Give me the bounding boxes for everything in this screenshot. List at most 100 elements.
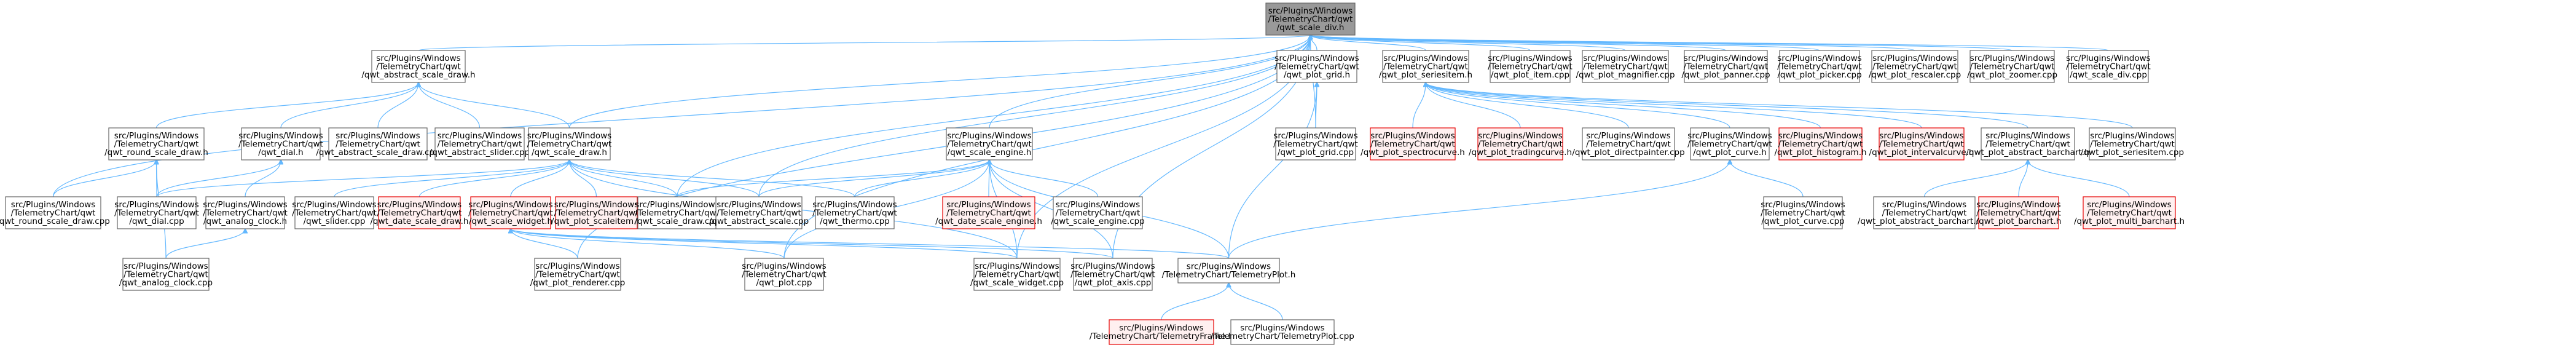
node-interval-h[interactable]: src/Plugins/Windows/TelemetryChart/qwt/q… xyxy=(1869,127,1974,161)
node-label-line: /qwt_plot_axis.cpp xyxy=(1075,278,1152,288)
edge-n_draw_cpp-to-n_dir xyxy=(677,35,1311,197)
node-dirpainter-cpp[interactable]: src/Plugins/Windows/TelemetryChart/qwt/q… xyxy=(1572,127,1685,161)
node-box xyxy=(1690,127,1770,161)
node-label-line: src/Plugins/Windows xyxy=(124,261,208,271)
node-date-draw-h[interactable]: src/Plugins/Windows/TelemetryChart/qwt/q… xyxy=(371,196,469,229)
node-spectro-h[interactable]: src/Plugins/Windows/TelemetryChart/qwt/q… xyxy=(1361,127,1465,161)
node-tplot-h[interactable]: src/Plugins/Windows/TelemetryChart/Telem… xyxy=(1162,258,1296,284)
node-box xyxy=(1684,50,1768,83)
node-box xyxy=(1382,50,1469,83)
node-slider-cpp[interactable]: src/Plugins/Windows/TelemetryChart/qwt/q… xyxy=(292,196,377,229)
node-engine-cpp[interactable]: src/Plugins/Windows/TelemetryChart/qwt/q… xyxy=(1051,196,1145,229)
node-axis-cpp[interactable]: src/Plugins/Windows/TelemetryChart/qwt/q… xyxy=(1070,258,1155,291)
node-label-line: /qwt_scale_engine.cpp xyxy=(1051,216,1145,226)
edge-n_widget_h-to-n_scale_draw_h xyxy=(510,160,570,197)
node-abs-draw-cpp[interactable]: src/Plugins/Windows/TelemetryChart/qwt/q… xyxy=(316,127,440,161)
node-multibar-h[interactable]: src/Plugins/Windows/TelemetryChart/qwt/q… xyxy=(2074,196,2185,229)
node-dir[interactable]: src/Plugins/Windows/TelemetryChart/qwt/q… xyxy=(1265,2,1356,36)
node-widget-cpp[interactable]: src/Plugins/Windows/TelemetryChart/qwt/q… xyxy=(970,258,1064,291)
node-round-h[interactable]: src/Plugins/Windows/TelemetryChart/qwt/q… xyxy=(104,127,208,161)
node-label-line: /qwt_plot_rescaler.cpp xyxy=(1869,70,1961,80)
node-label-line: /TelemetryChart/TelemetryFrame.h xyxy=(1090,331,1233,341)
node-label-line: /qwt_round_scale_draw.cpp xyxy=(0,216,110,226)
edge-n_abs_slider_cpp-to-n_abs_draw xyxy=(418,82,481,129)
node-barchart-h[interactable]: src/Plugins/Windows/TelemetryChart/qwt/q… xyxy=(1976,196,2062,229)
node-label-line: src/Plugins/Windows xyxy=(2090,131,2174,141)
node-series-h[interactable]: src/Plugins/Windows/TelemetryChart/qwt/q… xyxy=(1379,50,1472,83)
node-box xyxy=(2089,127,2176,161)
node-curve-h[interactable]: src/Plugins/Windows/TelemetryChart/qwt/q… xyxy=(1687,127,1772,161)
node-label-line: /qwt_plot.cpp xyxy=(756,278,812,288)
node-label-line: src/Plugins/Windows xyxy=(1488,54,1572,63)
node-label-line: /qwt_plot_seriesitem.cpp xyxy=(2081,148,2184,157)
node-label-line: /qwt_plot_abstract_barchart.h xyxy=(1966,148,2089,157)
node-zoomer-cpp[interactable]: src/Plugins/Windows/TelemetryChart/qwt/q… xyxy=(1967,50,2057,83)
node-trading-h[interactable]: src/Plugins/Windows/TelemetryChart/qwt/q… xyxy=(1469,127,1572,161)
node-plot-cpp[interactable]: src/Plugins/Windows/TelemetryChart/qwt/q… xyxy=(742,258,827,291)
node-round-cpp[interactable]: src/Plugins/Windows/TelemetryChart/qwt/q… xyxy=(0,196,110,229)
node-curve-cpp[interactable]: src/Plugins/Windows/TelemetryChart/qwt/q… xyxy=(1761,196,1845,229)
edge-n_dial_cpp-to-n_scale_draw_h xyxy=(156,160,570,197)
node-box xyxy=(1978,196,2059,229)
node-label-line: /TelemetryChart/qwt xyxy=(1056,208,1141,218)
node-tplot-cpp[interactable]: src/Plugins/Windows/TelemetryChart/Telem… xyxy=(1211,319,1354,345)
node-label-line: /TelemetryChart/qwt xyxy=(554,208,639,218)
node-histogram-h[interactable]: src/Plugins/Windows/TelemetryChart/qwt/q… xyxy=(1774,127,1867,161)
node-series-cpp[interactable]: src/Plugins/Windows/TelemetryChart/qwt/q… xyxy=(2081,127,2184,161)
node-analog-h[interactable]: src/Plugins/Windows/TelemetryChart/qwt/q… xyxy=(203,196,288,229)
node-date-engine-h[interactable]: src/Plugins/Windows/TelemetryChart/qwt/q… xyxy=(935,196,1042,229)
node-label-line: src/Plugins/Windows xyxy=(1478,131,1562,141)
node-tframe-h[interactable]: src/Plugins/Windows/TelemetryChart/Telem… xyxy=(1090,319,1233,345)
node-grid-h[interactable]: src/Plugins/Windows/TelemetryChart/qwt/q… xyxy=(1274,50,1359,83)
node-label-line: src/Plugins/Windows xyxy=(1383,54,1467,63)
node-label-line: /qwt_scale_widget.h xyxy=(469,216,552,226)
node-label-line: /qwt_date_scale_engine.h xyxy=(935,216,1042,226)
edge-n_axis_cpp-to-n_widget_h xyxy=(511,229,1113,259)
node-panner-cpp[interactable]: src/Plugins/Windows/TelemetryChart/qwt/q… xyxy=(1681,50,1770,83)
node-widget-h[interactable]: src/Plugins/Windows/TelemetryChart/qwt/q… xyxy=(468,196,553,229)
node-label-line: /qwt_plot_grid.cpp xyxy=(1278,148,1354,157)
node-label-line: /TelemetryChart/TelemetryPlot.cpp xyxy=(1211,331,1354,341)
node-box xyxy=(555,196,638,229)
node-div-cpp[interactable]: src/Plugins/Windows/TelemetryChart/qwt/q… xyxy=(2066,50,2151,83)
node-draw-cpp[interactable]: src/Plugins/Windows/TelemetryChart/qwt/q… xyxy=(635,196,720,229)
node-analog-cpp[interactable]: src/Plugins/Windows/TelemetryChart/qwt/q… xyxy=(119,258,213,291)
node-absbar-cpp[interactable]: src/Plugins/Windows/TelemetryChart/qwt/q… xyxy=(1858,196,1991,229)
node-box xyxy=(534,258,621,291)
node-label-line: src/Plugins/Windows xyxy=(1879,131,1963,141)
node-item-cpp[interactable]: src/Plugins/Windows/TelemetryChart/qwt/q… xyxy=(1488,50,1573,83)
node-label-line: /TelemetryChart/qwt xyxy=(975,269,1059,279)
edge-n_scaleitem_h-to-n_scale_draw_h xyxy=(570,160,597,197)
node-label-line: /TelemetryChart/qwt xyxy=(203,208,288,218)
node-grid-cpp[interactable]: src/Plugins/Windows/TelemetryChart/qwt/q… xyxy=(1273,127,1358,161)
node-label-line: src/Plugins/Windows xyxy=(238,131,323,141)
node-box xyxy=(1763,196,1843,229)
edge-n_absbar_cpp-to-n_absbar_h xyxy=(1923,160,2028,197)
edge-n_barchart_h-to-n_absbar_h xyxy=(2018,160,2028,197)
node-label-line: src/Plugins/Windows xyxy=(1583,54,1667,63)
node-renderer-cpp[interactable]: src/Plugins/Windows/TelemetryChart/qwt/q… xyxy=(530,258,626,291)
node-engine-h[interactable]: src/Plugins/Windows/TelemetryChart/qwt/q… xyxy=(946,127,1033,161)
edge-n_slider_cpp-to-n_scale_draw_h xyxy=(334,160,570,197)
node-thermo-cpp[interactable]: src/Plugins/Windows/TelemetryChart/qwt/q… xyxy=(812,196,897,229)
node-abs-draw[interactable]: src/Plugins/Windows/TelemetryChart/qwt/q… xyxy=(361,50,476,83)
node-magnifier-cpp[interactable]: src/Plugins/Windows/TelemetryChart/qwt/q… xyxy=(1576,50,1675,83)
edge-n_abs_draw-to-n_dir xyxy=(418,35,1311,51)
node-label-line: /TelemetryChart/qwt xyxy=(717,208,801,218)
node-dial-h[interactable]: src/Plugins/Windows/TelemetryChart/qwt/q… xyxy=(238,127,323,161)
node-rescaler-cpp[interactable]: src/Plugins/Windows/TelemetryChart/qwt/q… xyxy=(1869,50,1961,83)
node-picker-cpp[interactable]: src/Plugins/Windows/TelemetryChart/qwt/q… xyxy=(1777,50,1862,83)
node-label-line: /qwt_date_scale_draw.h xyxy=(371,216,469,226)
node-scaleitem-h[interactable]: src/Plugins/Windows/TelemetryChart/qwt/q… xyxy=(551,196,642,229)
node-box xyxy=(378,196,461,229)
edge-n_abs_draw_cpp-to-n_abs_draw xyxy=(377,82,418,129)
edge-n_round_cpp-to-n_round_h xyxy=(52,160,157,197)
node-abs-slider-cpp[interactable]: src/Plugins/Windows/TelemetryChart/qwt/q… xyxy=(430,127,530,161)
edge-n_magnifier_cpp-to-n_dir xyxy=(1311,35,1626,51)
node-label-line: /TelemetryChart/qwt xyxy=(527,139,612,149)
node-absbar-h[interactable]: src/Plugins/Windows/TelemetryChart/qwt/q… xyxy=(1966,127,2090,161)
node-abs-scale-cpp[interactable]: src/Plugins/Windows/TelemetryChart/qwt/q… xyxy=(709,196,809,229)
node-dial-cpp[interactable]: src/Plugins/Windows/TelemetryChart/qwt/q… xyxy=(114,196,199,229)
node-scale-draw-h[interactable]: src/Plugins/Windows/TelemetryChart/qwt/q… xyxy=(527,127,612,161)
node-box xyxy=(2083,196,2176,229)
